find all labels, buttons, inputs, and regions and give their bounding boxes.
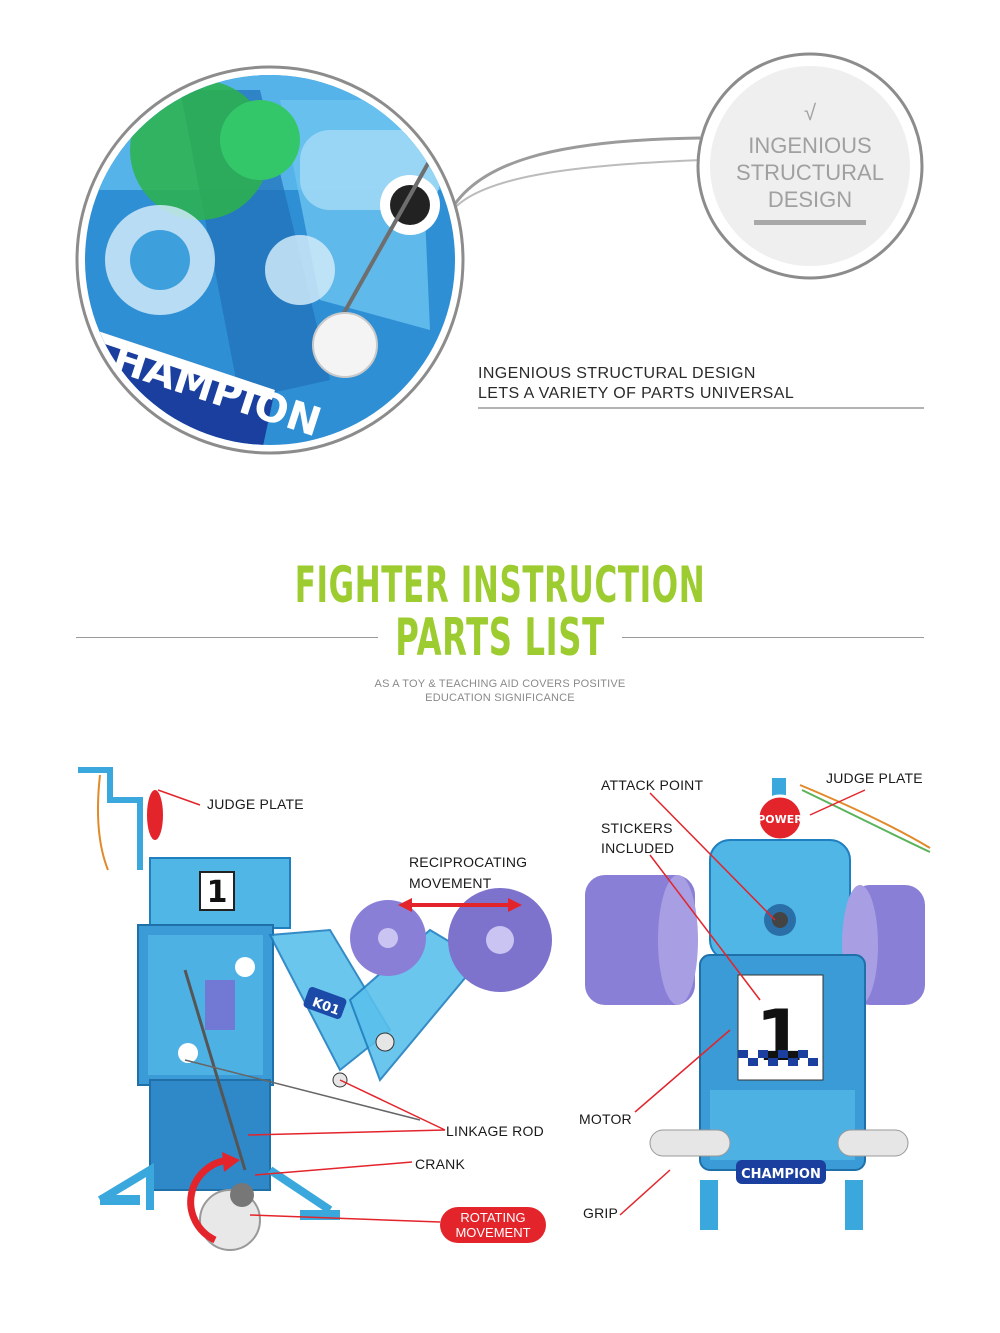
label-judge-plate-left: JUDGE PLATE [207,796,304,812]
body-number-left: 1 [207,875,228,910]
badge-line1: INGENIOUS [748,133,871,158]
label-attack-point: ATTACK POINT [601,777,704,793]
label-grip: GRIP [583,1205,619,1221]
champion-plate-text: CHAMPION [741,1167,821,1182]
label-linkage-rod: LINKAGE ROD [446,1123,544,1139]
fighter-front-view-illustration: POWER 1 CHAMPION [585,778,931,1230]
rotating-line2: MOVEMENT [455,1225,531,1240]
label-reciprocating-line2: MOVEMENT [409,875,492,891]
label-judge-plate-right: JUDGE PLATE [826,770,923,786]
title-rule-right [622,637,924,638]
section-title-line1: FIGHTER INSTRUCTION [294,556,706,614]
label-crank: CRANK [415,1156,466,1172]
label-stickers-line2: INCLUDED [601,840,675,856]
label-motor: MOTOR [579,1111,632,1127]
label-stickers-line1: STICKERS [601,820,673,836]
badge-line3: DESIGN [768,187,852,212]
badge-check-icon: √ [804,100,817,125]
fighter-side-view-illustration: 1 K01 [78,767,552,1251]
subtitle-line2: EDUCATION SIGNIFICANCE [425,692,575,704]
rotating-line1: ROTATING [460,1210,526,1225]
caption-line2: LETS A VARIETY OF PARTS UNIVERSAL [478,385,795,402]
rotating-movement-badge: ROTATING MOVEMENT [440,1207,546,1243]
subtitle-line1: AS A TOY & TEACHING AID COVERS POSITIVE [374,678,626,690]
power-logo-text: POWER [757,813,803,826]
gear-closeup-illustration: HAMPION √ INGENIOUS STRUCTURAL DESIGN [75,52,924,455]
label-reciprocating-line1: RECIPROCATING [409,854,528,870]
section-title-line2: PARTS LIST [395,608,605,668]
caption-line1: INGENIOUS STRUCTURAL DESIGN [478,365,756,382]
badge-line2: STRUCTURAL [736,160,884,185]
title-rule-left [76,637,378,638]
